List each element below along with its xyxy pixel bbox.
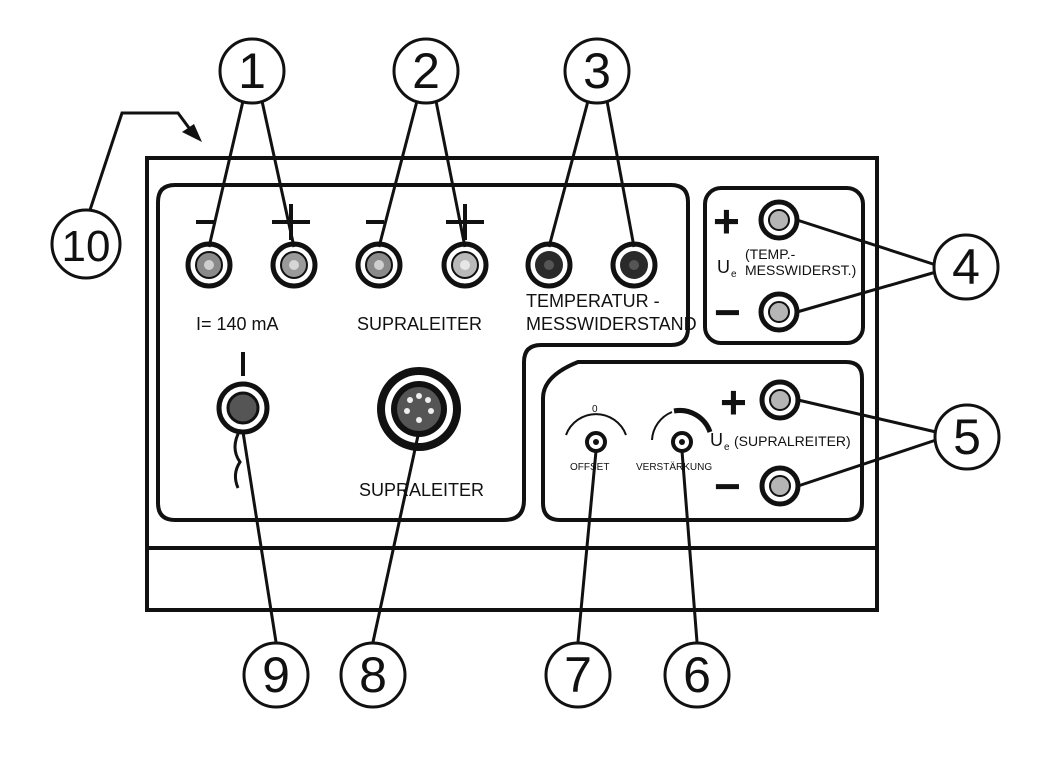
temperature-sensor-socket-left[interactable]: [525, 241, 573, 289]
gain-scale-arc-thick: [673, 408, 713, 433]
left-panel-outline: [156, 183, 690, 522]
gain-knob[interactable]: [671, 431, 693, 453]
svg-text:5: 5: [953, 409, 981, 465]
callout-5: 5: [933, 403, 1001, 471]
offset-zero-mark: 0: [592, 404, 598, 415]
svg-text:7: 7: [564, 647, 592, 703]
callout-4: 4: [932, 233, 1000, 301]
current-label: I= 140 mA: [196, 314, 279, 334]
callout-9: 9: [242, 641, 310, 709]
temp-output-plus-socket[interactable]: [758, 199, 800, 241]
supra-output-ue-subscript: e: [724, 442, 730, 453]
housing-pointer-arrow: [88, 111, 194, 211]
supra-output-plus-socket[interactable]: [759, 379, 801, 421]
supraleiter-socket-label: SUPRALEITER: [357, 314, 482, 334]
housing-pointer-arrowhead: [182, 124, 202, 142]
supraleiter-din-label: SUPRALEITER: [359, 480, 484, 500]
supra-output-label: (SUPRALREITER): [734, 433, 851, 449]
callout-10: 10: [50, 208, 122, 280]
temp-output-plus-sign: +: [713, 195, 740, 247]
right-bottom-panel: [541, 360, 864, 522]
svg-text:9: 9: [262, 647, 290, 703]
supra-output-minus-sign: −: [714, 460, 741, 512]
temp-output-label-line1: (TEMP.-: [745, 246, 796, 262]
right-top-panel: [703, 186, 865, 345]
offset-knob[interactable]: [585, 431, 607, 453]
svg-text:8: 8: [359, 647, 387, 703]
callout-7: 7: [544, 641, 612, 709]
temperature-sensor-socket-right[interactable]: [610, 241, 658, 289]
supra-output-ue-symbol: U: [710, 430, 723, 450]
temp-output-ue-subscript: e: [731, 269, 737, 280]
temp-output-minus-sign: −: [714, 286, 741, 338]
supraleiter-din-socket[interactable]: [377, 367, 461, 451]
temperatur-label-line1: TEMPERATUR -: [526, 291, 660, 311]
svg-text:10: 10: [62, 222, 111, 271]
offset-scale-arc: [565, 413, 627, 436]
current-minus-socket[interactable]: [185, 241, 233, 289]
callout-6: 6: [663, 641, 731, 709]
callout-3: 3: [563, 37, 631, 105]
supraleiter-minus-socket[interactable]: [355, 241, 403, 289]
callout-8: 8: [339, 641, 407, 709]
callout-1: 1: [218, 37, 286, 105]
temp-output-ue-symbol: U: [717, 257, 730, 277]
callout-2: 2: [392, 37, 460, 105]
temp-output-label-line2: MESSWIDERST.): [745, 262, 856, 278]
temperatur-label-line2: MESSWIDERSTAND: [526, 314, 697, 334]
gain-scale-arc-thin: [651, 411, 673, 441]
supra-output-minus-socket[interactable]: [759, 465, 801, 507]
temp-output-minus-socket[interactable]: [758, 291, 800, 333]
gain-label: VERSTÄRKUNG: [636, 461, 712, 473]
power-switch[interactable]: [216, 381, 270, 489]
supraleiter-plus-socket[interactable]: [441, 241, 489, 289]
svg-text:3: 3: [583, 43, 611, 99]
svg-text:2: 2: [412, 43, 440, 99]
svg-text:4: 4: [952, 239, 980, 295]
current-plus-socket[interactable]: [270, 241, 318, 289]
svg-text:1: 1: [238, 43, 266, 99]
device-housing: [145, 156, 879, 612]
svg-text:6: 6: [683, 647, 711, 703]
leader-lines: [207, 100, 937, 643]
supra-output-plus-sign: +: [720, 376, 747, 428]
offset-label: OFFSET: [570, 462, 609, 473]
